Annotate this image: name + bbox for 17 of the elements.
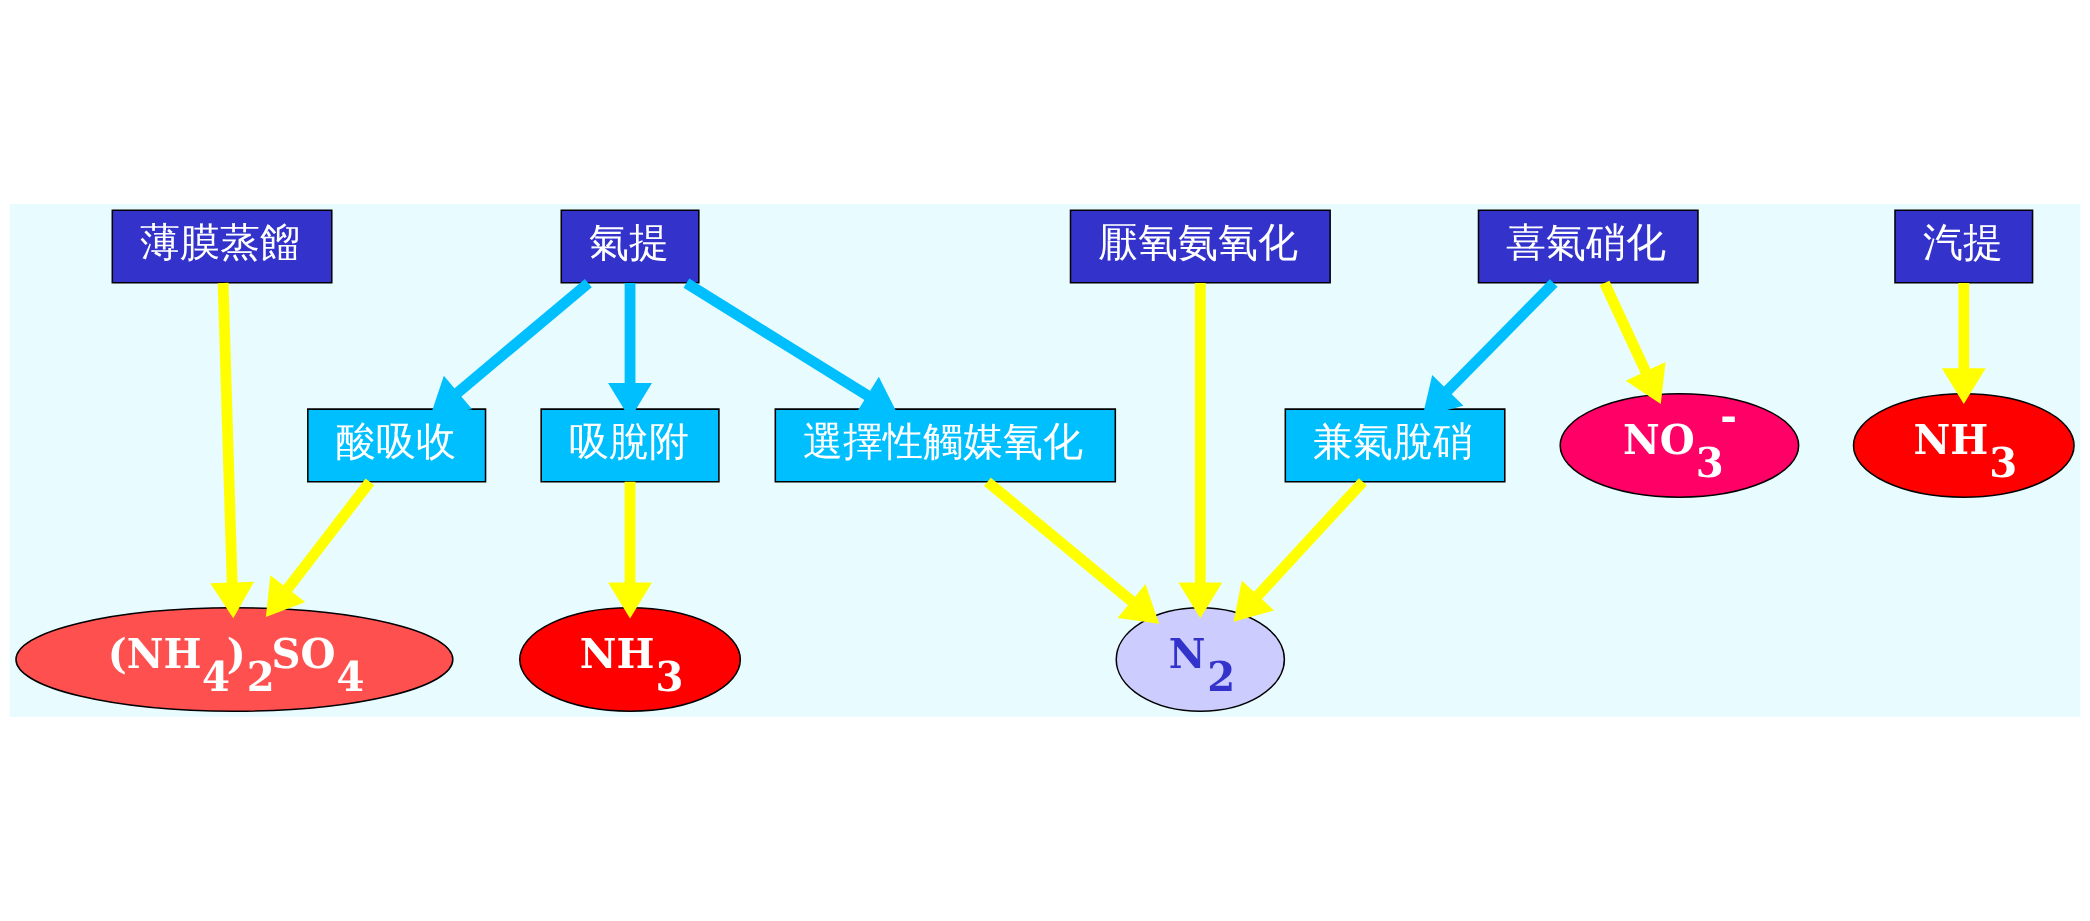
node-box: 汽提 [1894,209,2034,284]
node-box: 薄膜蒸餾 [111,209,333,284]
node-box: 酸吸收 [307,408,487,483]
arrow [265,478,375,618]
node-box: 兼氣脫硝 [1284,408,1506,483]
node-box: 吸脫附 [540,408,720,483]
node-box: 選擇性觸媒氧化 [774,408,1117,483]
arrow [210,282,255,619]
node-box: 喜氣硝化 [1477,209,1699,284]
arrow [608,481,652,619]
node-box: 厭氧氨氧化 [1069,209,1331,284]
arrow [984,477,1160,624]
arrow [1178,283,1223,619]
arrow [1599,280,1666,404]
node-box: 氣提 [560,209,700,284]
arrow [1233,478,1367,622]
arrow [1941,283,1986,405]
